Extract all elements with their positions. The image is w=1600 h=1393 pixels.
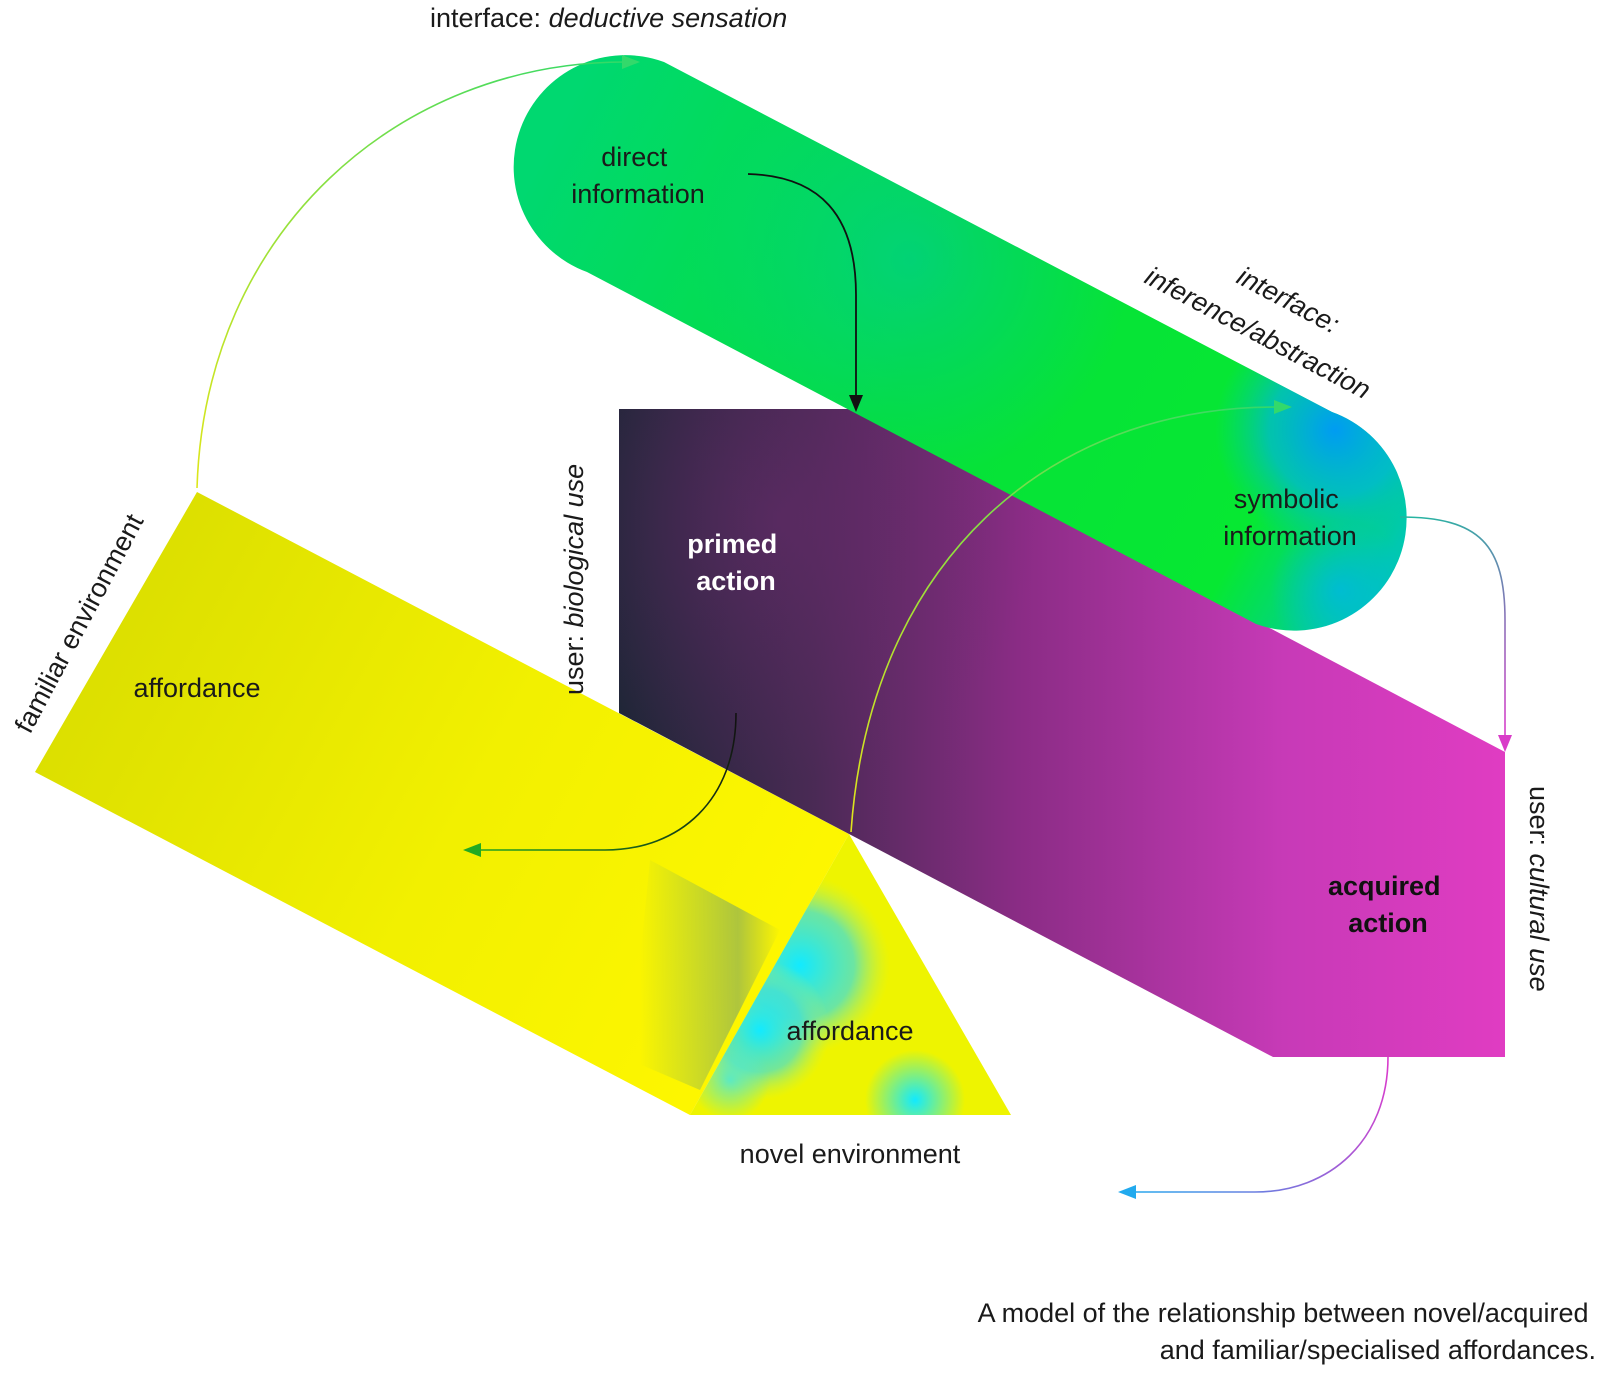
label-primed-action: primed action bbox=[687, 529, 785, 596]
label-acquired-action: acquired action bbox=[1328, 871, 1448, 938]
arrowhead-green-top bbox=[622, 55, 640, 69]
caption: A model of the relationship between nove… bbox=[978, 1298, 1596, 1365]
label-affordance-novel: affordance bbox=[786, 1016, 913, 1046]
arc-familiar-to-direct bbox=[196, 61, 626, 489]
label-symbolic-information: symbolic information bbox=[1223, 484, 1357, 551]
arrowhead-dark-down bbox=[849, 395, 863, 412]
familiar-shadow-edge bbox=[630, 860, 780, 1090]
label-affordance-familiar: affordance bbox=[133, 673, 260, 703]
arrowhead-green-mid bbox=[1274, 400, 1292, 414]
label-user-biological: user: biological use bbox=[559, 464, 589, 695]
label-user-cultural: user: cultural use bbox=[1524, 786, 1554, 992]
arc-primed-to-familiar bbox=[480, 712, 737, 851]
arc-acquired-to-output bbox=[1135, 1056, 1389, 1193]
information-pill-shape bbox=[513, 55, 1407, 631]
svg-text:user: biological use: user: biological use bbox=[559, 464, 589, 695]
arrowhead-blue-left bbox=[1118, 1185, 1136, 1199]
arc-novel-to-symbolic bbox=[850, 406, 1276, 833]
arc-direct-to-primed bbox=[747, 173, 857, 396]
label-direct-information: direct information bbox=[571, 142, 705, 209]
arrowhead-magenta-down bbox=[1498, 735, 1512, 752]
arrowhead-green-left bbox=[463, 843, 481, 857]
label-novel-environment: novel environment bbox=[740, 1139, 961, 1169]
arc-symbolic-to-acquired bbox=[1399, 516, 1506, 735]
label-interface-deductive: interface: deductive sensation bbox=[430, 3, 787, 33]
svg-text:user: cultural use: user: cultural use bbox=[1524, 786, 1554, 992]
